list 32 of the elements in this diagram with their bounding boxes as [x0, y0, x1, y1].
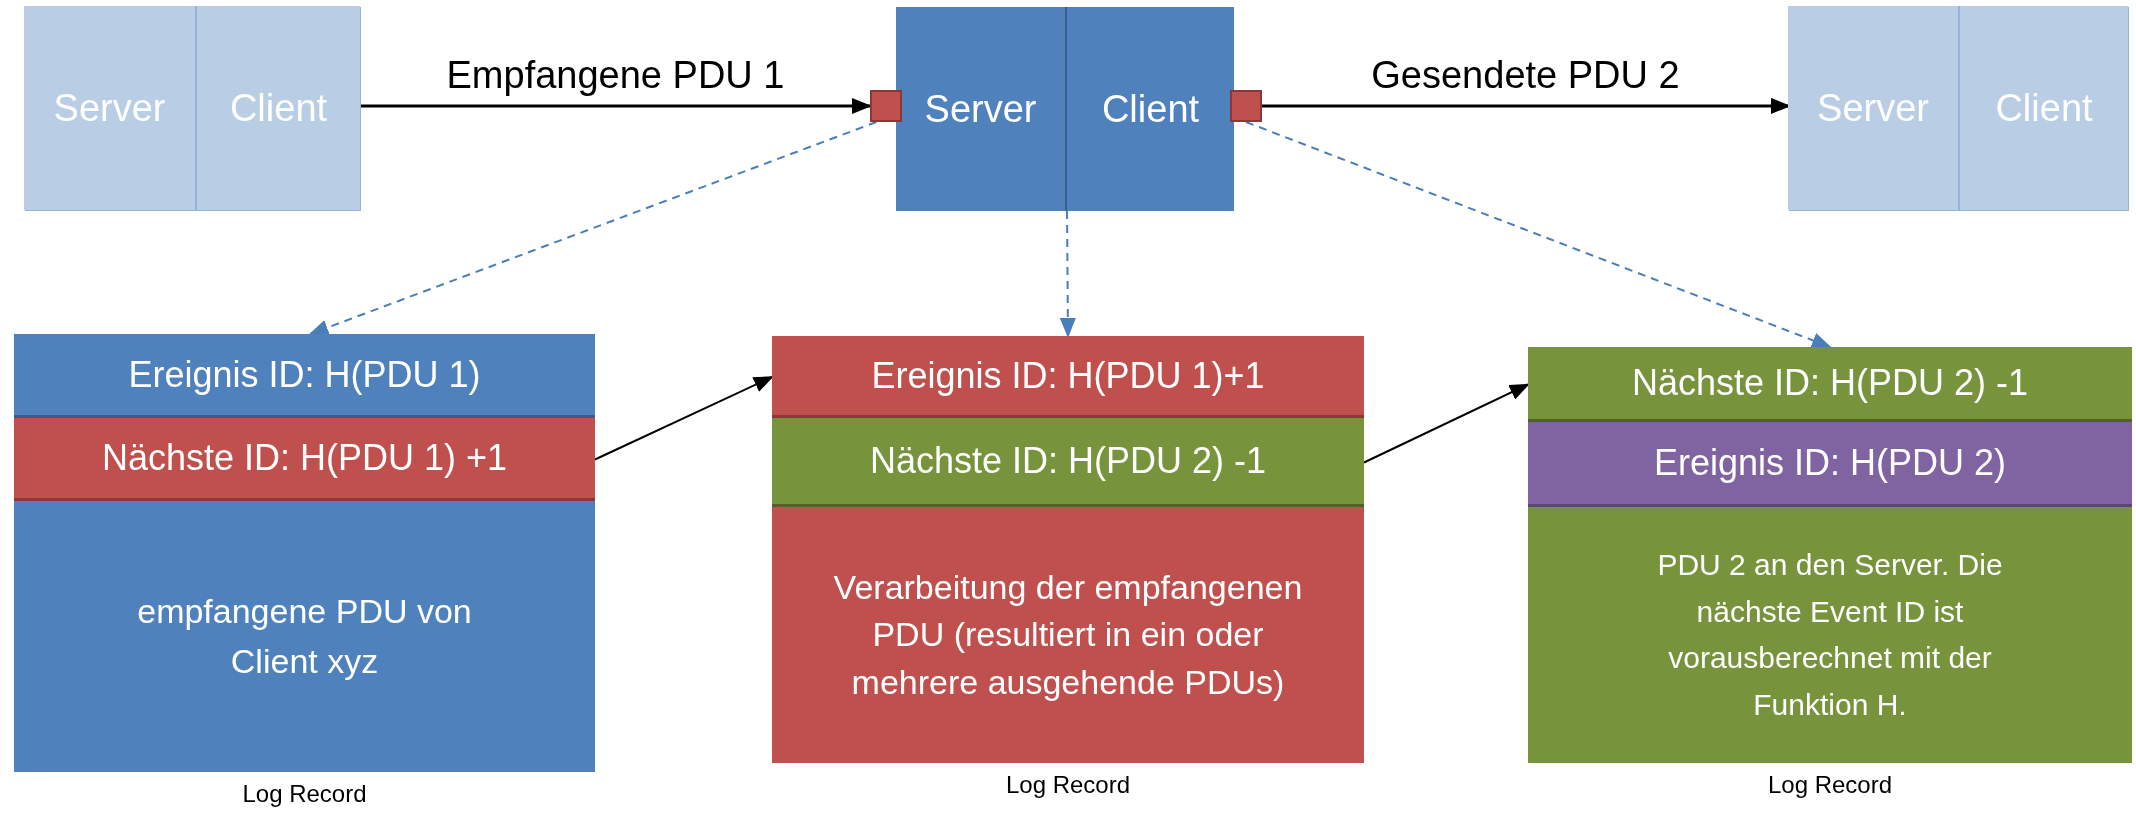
text-box: Client	[1067, 7, 1234, 211]
node-label: Log Record	[1004, 770, 1132, 800]
log-record-box	[772, 336, 1364, 763]
log-record-box	[1528, 347, 2132, 763]
text-box: Ereignis ID: H(PDU 2)	[1528, 422, 2132, 507]
text-box: Ereignis ID: H(PDU 1)	[14, 334, 595, 418]
node-label: Log Record	[1766, 770, 1894, 800]
arrow	[1245, 121, 1832, 348]
log-record-box	[14, 334, 595, 772]
text-box: PDU 2 an den Server. Die nächste Event ID ist vorausberechnet mit der Funktion H.	[1528, 507, 2132, 763]
text-box: Nächste ID: H(PDU 2) -1	[772, 418, 1364, 507]
text-box: Client	[197, 6, 360, 210]
text-box: Ereignis ID: H(PDU 1)+1	[772, 336, 1364, 418]
port-square	[870, 90, 902, 122]
text-box: empfangene PDU von Client xyz	[14, 501, 595, 772]
text-box: Verarbeitung der empfangenen PDU (resultiert in ein oder mehrere ausgehende PDUs)	[772, 507, 1364, 763]
port-square	[1230, 90, 1262, 122]
node-box	[896, 7, 1234, 211]
arrow	[1059, 210, 1076, 338]
text-box: Client	[1960, 6, 2128, 210]
text-box: Server	[1788, 6, 1960, 210]
node-label: Log Record	[241, 779, 368, 809]
text-box: Server	[24, 6, 197, 210]
arrow	[594, 376, 774, 461]
node-box	[1789, 7, 2129, 211]
text-box: Server	[896, 7, 1067, 211]
arrow	[361, 98, 872, 114]
text-box: Nächste ID: H(PDU 1) +1	[14, 418, 595, 501]
text-box: Nächste ID: H(PDU 2) -1	[1528, 347, 2132, 422]
node-box	[25, 7, 361, 211]
arrow	[308, 121, 878, 336]
arrow	[1363, 383, 1530, 464]
